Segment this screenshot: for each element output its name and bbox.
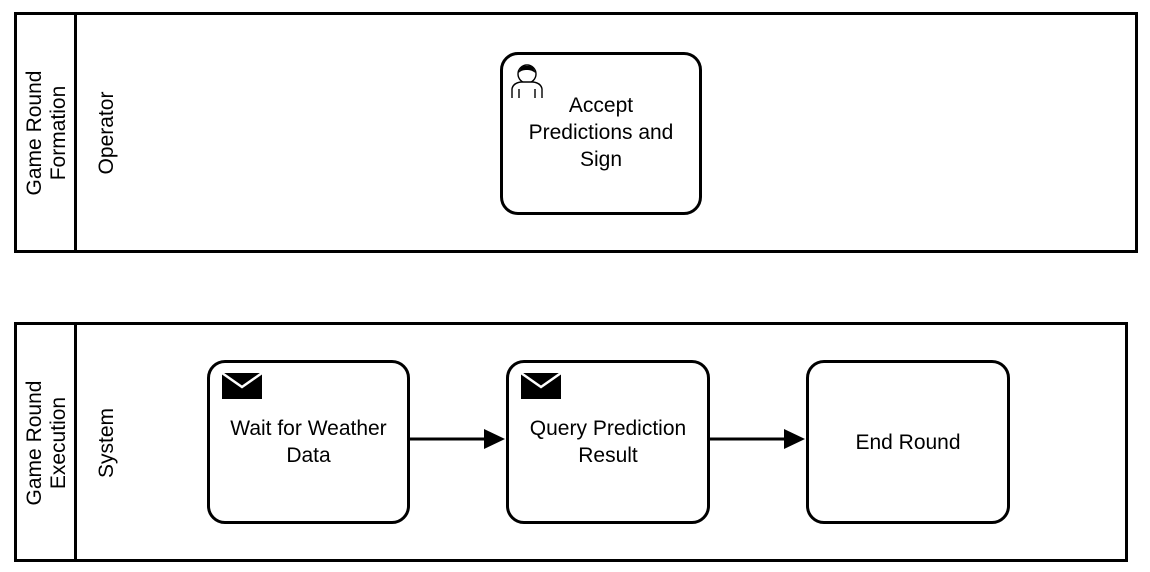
task-label: Accept Predictions and Sign bbox=[528, 94, 674, 171]
pool-header: Game Round Formation bbox=[17, 15, 77, 250]
pool-game-round-execution: Game Round Execution System Wait for Wea… bbox=[14, 322, 1128, 562]
task-wait-for-weather-data[interactable]: Wait for Weather Data bbox=[207, 360, 410, 524]
pool-header: Game Round Execution bbox=[17, 325, 77, 559]
pool-game-round-formation: Game Round Formation Operator Accept Pre… bbox=[14, 12, 1138, 253]
task-label: Query Prediction Result bbox=[529, 417, 687, 467]
sequence-flow-wait-to-query[interactable] bbox=[407, 429, 505, 449]
task-end-round[interactable]: End Round bbox=[806, 360, 1010, 524]
envelope-icon bbox=[221, 371, 263, 405]
sequence-flow-query-to-end[interactable] bbox=[707, 429, 805, 449]
task-query-prediction-result[interactable]: Query Prediction Result bbox=[506, 360, 710, 524]
user-icon bbox=[509, 61, 545, 104]
task-accept-predictions[interactable]: Accept Predictions and Sign bbox=[500, 52, 702, 215]
task-label: Wait for Weather Data bbox=[230, 417, 387, 467]
task-label: End Round bbox=[855, 431, 961, 454]
envelope-icon bbox=[520, 371, 562, 405]
